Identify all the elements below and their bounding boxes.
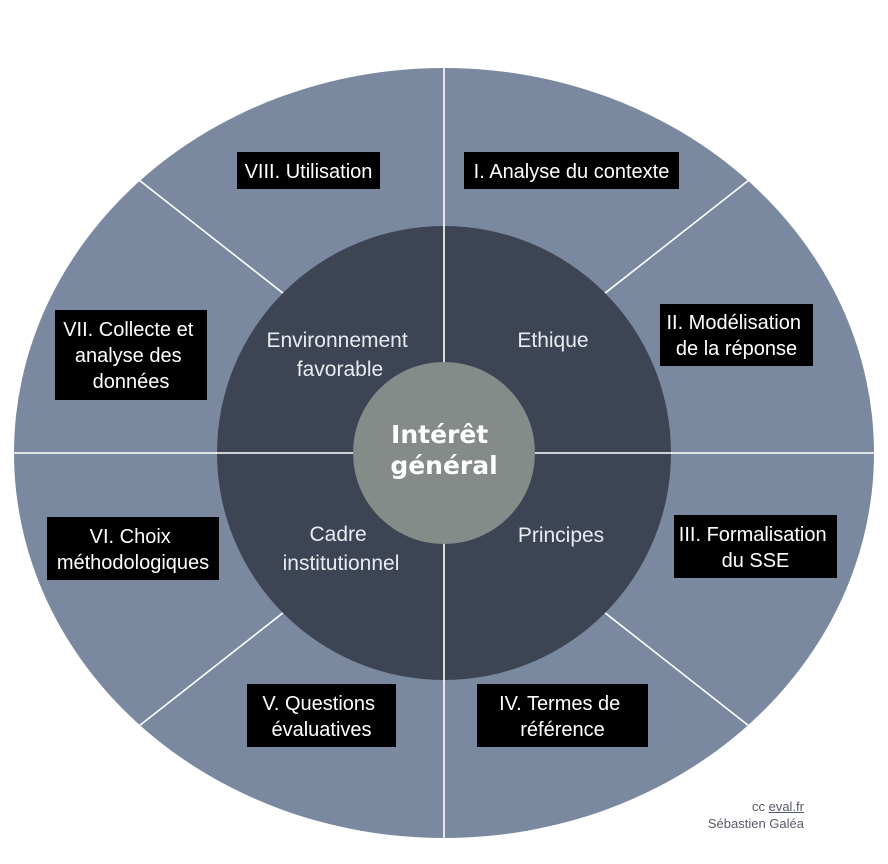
ring-label-line: institutionnel <box>283 552 400 575</box>
step-label-line: IV. Termes de <box>499 693 620 715</box>
step-label-line: III. Formalisation <box>679 524 827 546</box>
ring-label-ethique: Ethique <box>517 329 588 352</box>
step-label-line: évaluatives <box>271 719 371 741</box>
ring-label-line: Principes <box>518 524 604 547</box>
svg-text:I. Analyse du contexte: I. Analyse du contexte <box>474 161 670 183</box>
step-label-line: VIII. Utilisation <box>245 161 373 183</box>
outer-divider-line <box>139 607 289 726</box>
credit-link[interactable]: eval.fr <box>768 799 804 814</box>
step-box-3: III. Formalisation du SSE <box>674 515 837 578</box>
outer-divider-line <box>599 180 749 299</box>
svg-text:IV. Termes de référence: IV. Termes de référence <box>499 693 626 741</box>
ring-label-environnement: Environnement favorable <box>266 329 413 381</box>
credit-license: cc eval.fr <box>752 799 804 814</box>
step-label-line: de la réponse <box>676 338 797 360</box>
ring-label-line: Environnement <box>266 329 407 352</box>
inner-dividers <box>216 225 672 681</box>
step-box-6: VI. Choix méthodologiques <box>47 517 219 580</box>
step-box-5: V. Questions évaluatives <box>247 684 396 747</box>
credit-author: Sébastien Galéa <box>707 816 804 831</box>
ring-label-line: favorable <box>297 358 383 381</box>
step-label-line: VI. Choix <box>90 526 171 548</box>
step-label-line: II. Modélisation <box>666 312 801 334</box>
core-label-line: Intérêt <box>391 420 488 449</box>
step-box-1: I. Analyse du contexte <box>464 152 679 189</box>
core-label-line: général <box>390 451 497 480</box>
outer-divider-line <box>599 607 749 726</box>
ring-label-line: Ethique <box>517 329 588 352</box>
svg-text:VII. Collecte et analyse: VII. Collecte et analyse des données <box>63 319 199 393</box>
core-circle <box>353 362 535 544</box>
svg-text:VIII. Utilisation: VIII. Utilisation <box>245 161 373 183</box>
step-label-line: V. Questions <box>262 693 375 715</box>
step-box-4: IV. Termes de référence <box>477 684 648 747</box>
credit-prefix: cc <box>751 799 769 814</box>
step-label-line: VII. Collecte et <box>63 319 194 341</box>
step-label-line: analyse des <box>75 345 182 367</box>
core-label: Intérêt général <box>390 420 497 480</box>
step-box-7: VII. Collecte et analyse des données <box>55 310 207 400</box>
ring-label-line: Cadre <box>309 523 366 546</box>
svg-text:II. Modélisation de la r: II. Modélisation de la réponse <box>666 312 806 360</box>
step-box-2: II. Modélisation de la réponse <box>660 304 813 366</box>
step-label-line: méthodologiques <box>57 552 209 574</box>
svg-text:VI. Choix méthodologique: VI. Choix méthodologiques <box>57 526 209 574</box>
step-label-line: données <box>93 371 170 393</box>
ring-label-cadre: Cadre institutionnel <box>283 523 400 575</box>
step-label-line: I. Analyse du contexte <box>474 161 670 183</box>
step-label-line: référence <box>520 719 605 741</box>
ring-label-principes: Principes <box>518 524 604 547</box>
step-label-line: du SSE <box>722 550 790 572</box>
svg-text:V. Questions évaluatives: V. Questions évaluatives <box>262 693 380 741</box>
step-box-8: VIII. Utilisation <box>237 152 380 189</box>
outer-divider-line <box>139 180 289 299</box>
svg-text:III. Formalisation du SS: III. Formalisation du SSE <box>679 524 832 572</box>
outer-dividers <box>14 68 874 838</box>
